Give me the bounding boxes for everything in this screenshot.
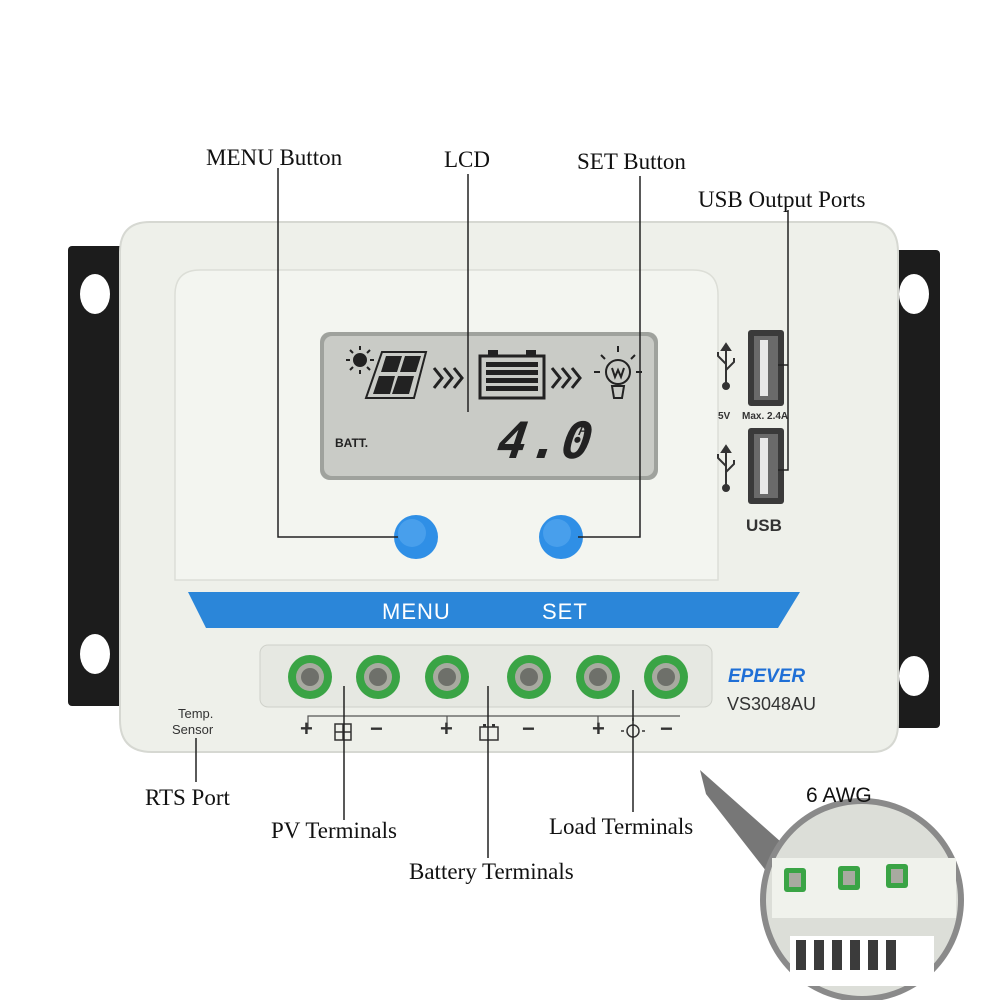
accent-band <box>188 592 800 628</box>
terminal-group-bracket <box>307 715 680 728</box>
model-number: VS3048AU <box>727 694 817 714</box>
callout-lcd: LCD <box>444 147 490 172</box>
load-plus-sign: + <box>592 716 605 741</box>
terminal-screw <box>288 655 332 699</box>
usb-port-bottom[interactable] <box>748 428 784 504</box>
flow-arrows-icon <box>432 367 582 389</box>
pv-minus-sign: − <box>370 716 383 741</box>
load-bulb-icon <box>594 346 642 399</box>
pv-panel-icon <box>334 723 352 741</box>
callout-menu-button: MENU Button <box>206 145 343 170</box>
lcd-current-unit: A <box>578 420 590 439</box>
usb-current-spec: Max. 2.4A <box>742 411 789 422</box>
brand-logo: EPEVER <box>728 666 806 687</box>
terminal-screw <box>507 655 551 699</box>
battery-plus-sign: + <box>440 716 453 741</box>
usb-symbol-icon <box>717 444 735 492</box>
temp-sensor-label-line1: Temp. <box>178 706 214 721</box>
callout-set-button: SET Button <box>577 149 686 174</box>
callout-load-terminals: Load Terminals <box>549 814 694 839</box>
usb-symbol-icon <box>717 342 735 390</box>
callout-rts-port: RTS Port <box>145 785 230 810</box>
battery-small-icon <box>479 724 499 741</box>
callout-usb-output-ports: USB Output Ports <box>698 187 866 212</box>
battery-minus-sign: − <box>522 716 535 741</box>
right-mounting-bracket <box>890 250 940 728</box>
sun-icon <box>346 346 374 374</box>
callout-battery-terminals: Battery Terminals <box>409 859 574 884</box>
menu-band-label: MENU <box>382 599 451 624</box>
usb-port-top[interactable] <box>748 330 784 406</box>
pv-plus-sign: + <box>300 716 313 741</box>
left-mounting-bracket <box>68 246 128 706</box>
load-minus-sign: − <box>660 716 673 741</box>
terminal-screw <box>356 655 400 699</box>
wire-gauge-label: 6 AWG <box>806 784 872 807</box>
usb-label: USB <box>746 516 782 535</box>
usb-voltage-spec: 5V <box>718 411 731 422</box>
menu-button[interactable] <box>394 515 438 559</box>
terminal-screw <box>425 655 469 699</box>
temp-sensor-label-line2: Sensor <box>172 722 214 737</box>
set-button[interactable] <box>539 515 583 559</box>
solar-panel-icon <box>364 351 428 399</box>
battery-icon <box>478 350 546 400</box>
callout-lines <box>195 168 789 858</box>
terminal-screw <box>644 655 688 699</box>
terminal-screw <box>576 655 620 699</box>
set-band-label: SET <box>542 599 588 624</box>
wire-gauge-inset <box>700 770 964 1000</box>
lcd-batt-label: BATT. <box>335 436 369 450</box>
callout-pv-terminals: PV Terminals <box>271 818 397 843</box>
